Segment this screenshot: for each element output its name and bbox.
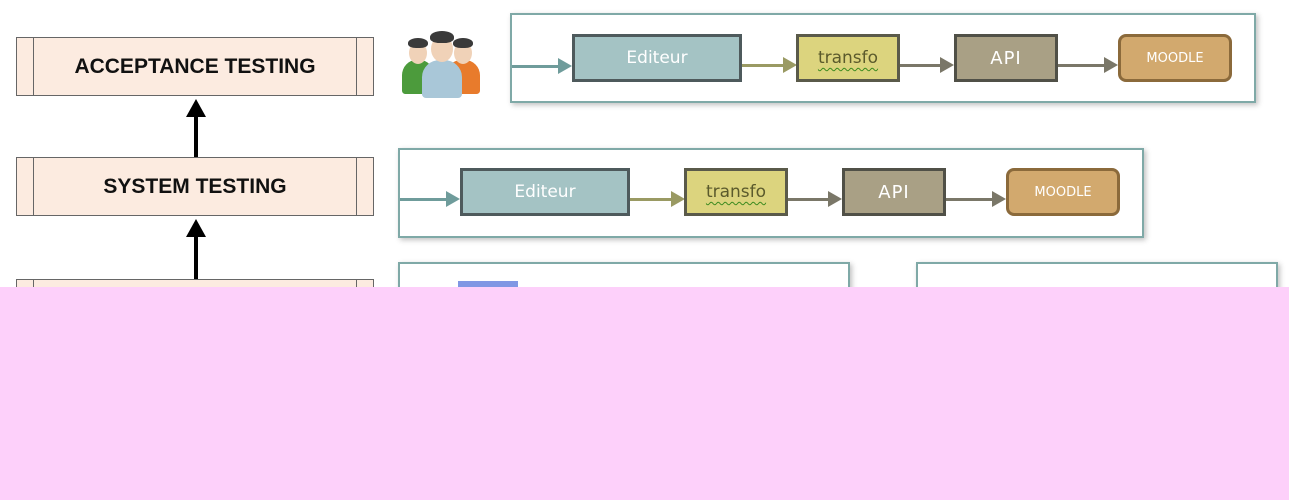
transfo-step-1: transfo xyxy=(796,34,900,82)
acceptance-testing-label: ACCEPTANCE TESTING xyxy=(74,54,316,78)
system-testing-label: SYSTEM TESTING xyxy=(103,174,287,198)
acceptance-testing-box: ACCEPTANCE TESTING xyxy=(16,37,374,96)
arrow-editeur-transfo-2 xyxy=(630,191,685,207)
redaction-overlay xyxy=(0,287,1289,500)
arrow-transfo-api-1 xyxy=(900,57,954,73)
editeur-step-2: Editeur xyxy=(460,168,630,216)
api-step-2: API xyxy=(842,168,946,216)
blue-fragment xyxy=(458,281,518,289)
entry-arrow-2 xyxy=(400,191,460,207)
arrow-transfo-api-2 xyxy=(788,191,842,207)
arrow-api-moodle-1 xyxy=(1058,57,1118,73)
arrow-api-moodle-2 xyxy=(946,191,1006,207)
arrow-editeur-transfo-1 xyxy=(742,57,797,73)
entry-arrow-1 xyxy=(512,58,572,74)
up-arrow-2 xyxy=(186,219,206,279)
editeur-step-1: Editeur xyxy=(572,34,742,82)
users-group-icon xyxy=(402,24,482,99)
api-step-1: API xyxy=(954,34,1058,82)
system-testing-box: SYSTEM TESTING xyxy=(16,157,374,216)
transfo-step-2: transfo xyxy=(684,168,788,216)
moodle-step-1: MOODLE xyxy=(1118,34,1232,82)
moodle-step-2: MOODLE xyxy=(1006,168,1120,216)
up-arrow-1 xyxy=(186,99,206,157)
